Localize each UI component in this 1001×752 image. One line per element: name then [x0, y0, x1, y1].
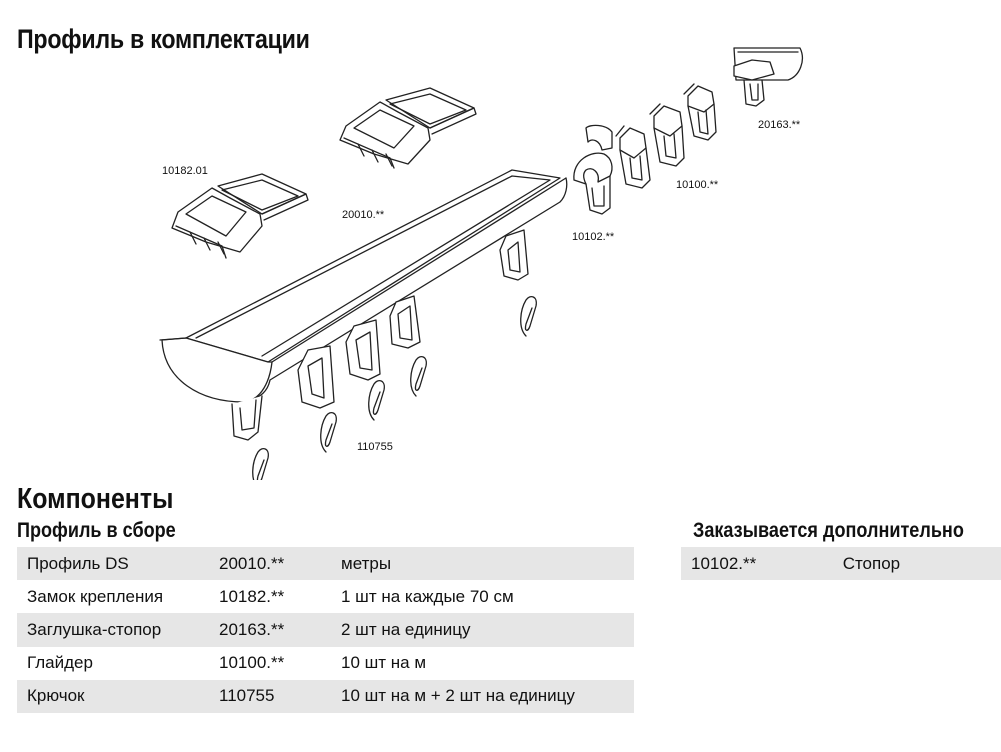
table-row: Крючок 110755 10 шт на м + 2 шт на едини…: [17, 679, 634, 713]
lock-part-20010: [339, 87, 477, 169]
page-title: Профиль в комплектации: [17, 24, 310, 54]
component-code: 110755: [209, 679, 331, 713]
component-name: Замок крепления: [27, 586, 164, 606]
optional-code: 10102.**: [681, 547, 833, 581]
table-row: 10102.** Стопор: [681, 547, 1001, 581]
table-row: Замок крепления 10182.** 1 шт на каждые …: [17, 580, 634, 613]
table-row: Глайдер 10100.** 10 шт на м: [17, 647, 634, 680]
component-code: 10182.**: [219, 586, 285, 606]
profile-rail: [159, 169, 568, 441]
glider-parts-10100: [615, 83, 717, 189]
assembly-heading: Профиль в сборе: [17, 519, 176, 542]
components-heading: Компоненты: [17, 483, 174, 515]
label-end-cap: 20163.**: [758, 119, 801, 131]
optional-heading: Заказывается дополнительно: [693, 519, 964, 542]
optional-table: 10102.** Стопор: [681, 547, 1001, 581]
component-name: Глайдер: [27, 653, 93, 673]
optional-name: Стопор: [832, 547, 1001, 581]
component-qty: 2 шт на единицу: [331, 613, 634, 647]
component-name: Крючок: [17, 679, 209, 713]
component-code: 10100.**: [219, 653, 285, 673]
component-qty: 10 шт на м + 2 шт на единицу: [331, 679, 634, 713]
label-hook: 110755: [357, 441, 393, 453]
stopper-part-10102: [573, 124, 613, 215]
label-lock: 10182.01: [162, 165, 208, 177]
exploded-assembly-drawing: 10182.01 20010.** 110: [159, 47, 803, 480]
component-qty: 10 шт на м: [341, 653, 427, 673]
component-qty: 1 шт на каждые 70 см: [341, 586, 514, 606]
table-row: Профиль DS 20010.** метры: [17, 547, 634, 581]
component-code: 20163.**: [209, 613, 331, 647]
component-name: Профиль DS: [17, 547, 209, 581]
label-profile: 20010.**: [342, 209, 385, 221]
component-code: 20010.**: [209, 547, 331, 581]
label-stopper: 10102.**: [572, 231, 615, 243]
component-name: Заглушка-стопор: [17, 613, 209, 647]
end-cap-part-20163: [733, 47, 803, 107]
table-row: Заглушка-стопор 20163.** 2 шт на единицу: [17, 613, 634, 647]
component-qty: метры: [331, 547, 634, 581]
hook-parts-110755: [252, 295, 537, 480]
assembly-table: Профиль DS 20010.** метры Замок креплени…: [17, 547, 634, 713]
lock-part-10182: [171, 173, 309, 259]
label-glider: 10100.**: [676, 179, 719, 191]
